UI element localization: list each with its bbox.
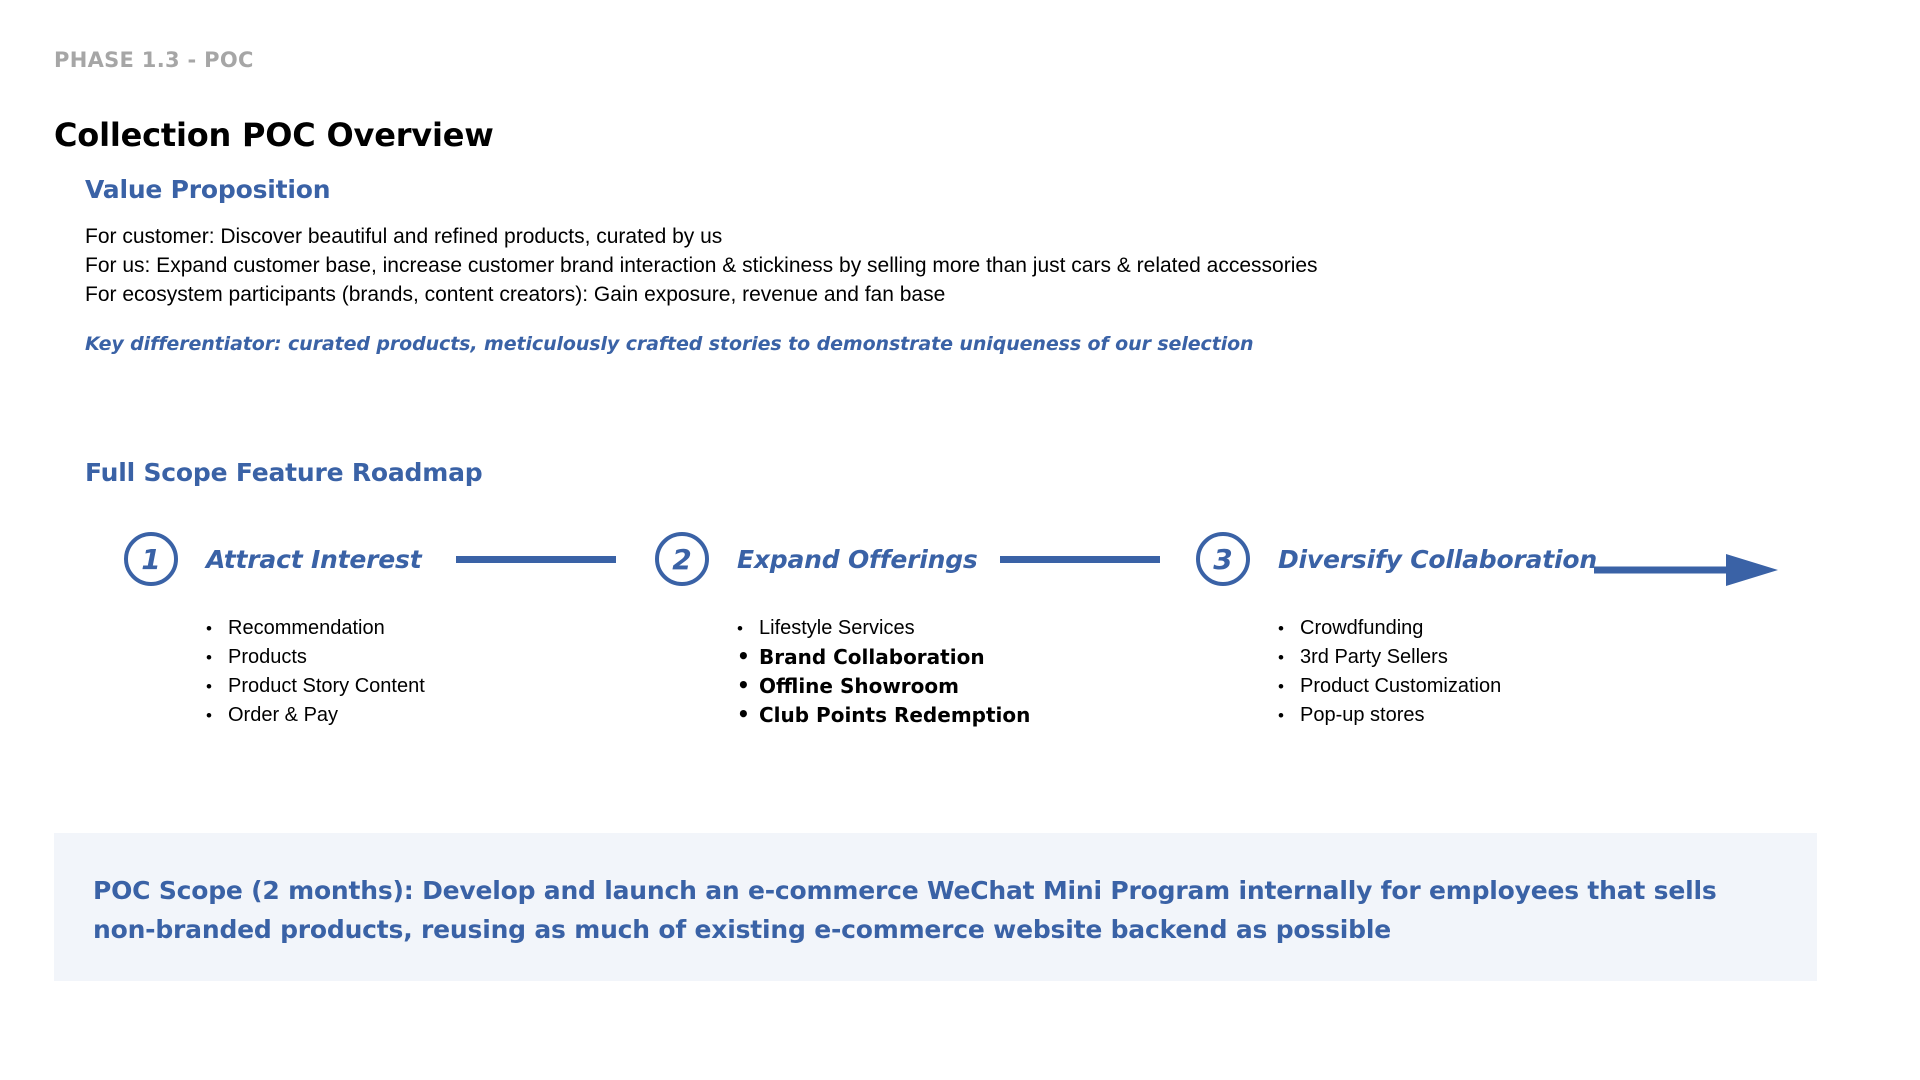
roadmap-heading: Full Scope Feature Roadmap xyxy=(85,458,483,487)
list-item: 3rd Party Sellers xyxy=(1278,643,1501,672)
roadmap-stage-3: 3 Diversify Collaboration Crowdfunding 3… xyxy=(1196,528,1597,730)
stage-feature-list: Recommendation Products Product Story Co… xyxy=(206,614,425,730)
value-proposition-body: For customer: Discover beautiful and ref… xyxy=(85,222,1318,309)
list-item: Crowdfunding xyxy=(1278,614,1501,643)
page-title: Collection POC Overview xyxy=(54,116,494,155)
feature-roadmap: 1 Attract Interest Recommendation Produc… xyxy=(0,528,1920,758)
stage-number-badge: 2 xyxy=(655,532,709,586)
stage-feature-list: Crowdfunding 3rd Party Sellers Product C… xyxy=(1278,614,1501,730)
list-item: Products xyxy=(206,643,425,672)
list-item: Brand Collaboration xyxy=(737,642,1030,672)
stage-title: Attract Interest xyxy=(206,544,422,574)
value-proposition-line: For ecosystem participants (brands, cont… xyxy=(85,283,946,306)
stage-header: 1 Attract Interest xyxy=(124,528,422,590)
poc-scope-text: POC Scope (2 months): Develop and launch… xyxy=(93,876,1717,944)
list-item: Pop-up stores xyxy=(1278,701,1501,730)
phase-eyebrow: PHASE 1.3 - POC xyxy=(54,48,254,72)
stage-connector-1-2 xyxy=(456,556,616,563)
list-item: Product Customization xyxy=(1278,672,1501,701)
value-proposition-heading: Value Proposition xyxy=(85,175,331,204)
stage-title: Diversify Collaboration xyxy=(1278,544,1597,574)
list-item: Order & Pay xyxy=(206,701,425,730)
list-item: Lifestyle Services xyxy=(737,614,1030,643)
right-arrow-icon xyxy=(1594,554,1778,586)
roadmap-stage-1: 1 Attract Interest Recommendation Produc… xyxy=(124,528,425,730)
stage-header: 2 Expand Offerings xyxy=(655,528,978,590)
list-item: Product Story Content xyxy=(206,672,425,701)
value-proposition-line: For customer: Discover beautiful and ref… xyxy=(85,225,723,248)
list-item: Recommendation xyxy=(206,614,425,643)
stage-header: 3 Diversify Collaboration xyxy=(1196,528,1597,590)
stage-number-badge: 3 xyxy=(1196,532,1250,586)
poc-scope-callout: POC Scope (2 months): Develop and launch… xyxy=(54,833,1817,981)
stage-title: Expand Offerings xyxy=(737,544,978,574)
value-proposition-line: For us: Expand customer base, increase c… xyxy=(85,254,1318,277)
key-differentiator-text: Key differentiator: curated products, me… xyxy=(85,333,1254,355)
list-item: Offline Showroom xyxy=(737,671,1030,701)
stage-number-badge: 1 xyxy=(124,532,178,586)
stage-connector-2-3 xyxy=(1000,556,1160,563)
stage-feature-list: Lifestyle Services Brand Collaboration O… xyxy=(737,614,1030,730)
roadmap-stage-2: 2 Expand Offerings Lifestyle Services Br… xyxy=(655,528,1030,729)
list-item: Club Points Redemption xyxy=(737,700,1030,730)
